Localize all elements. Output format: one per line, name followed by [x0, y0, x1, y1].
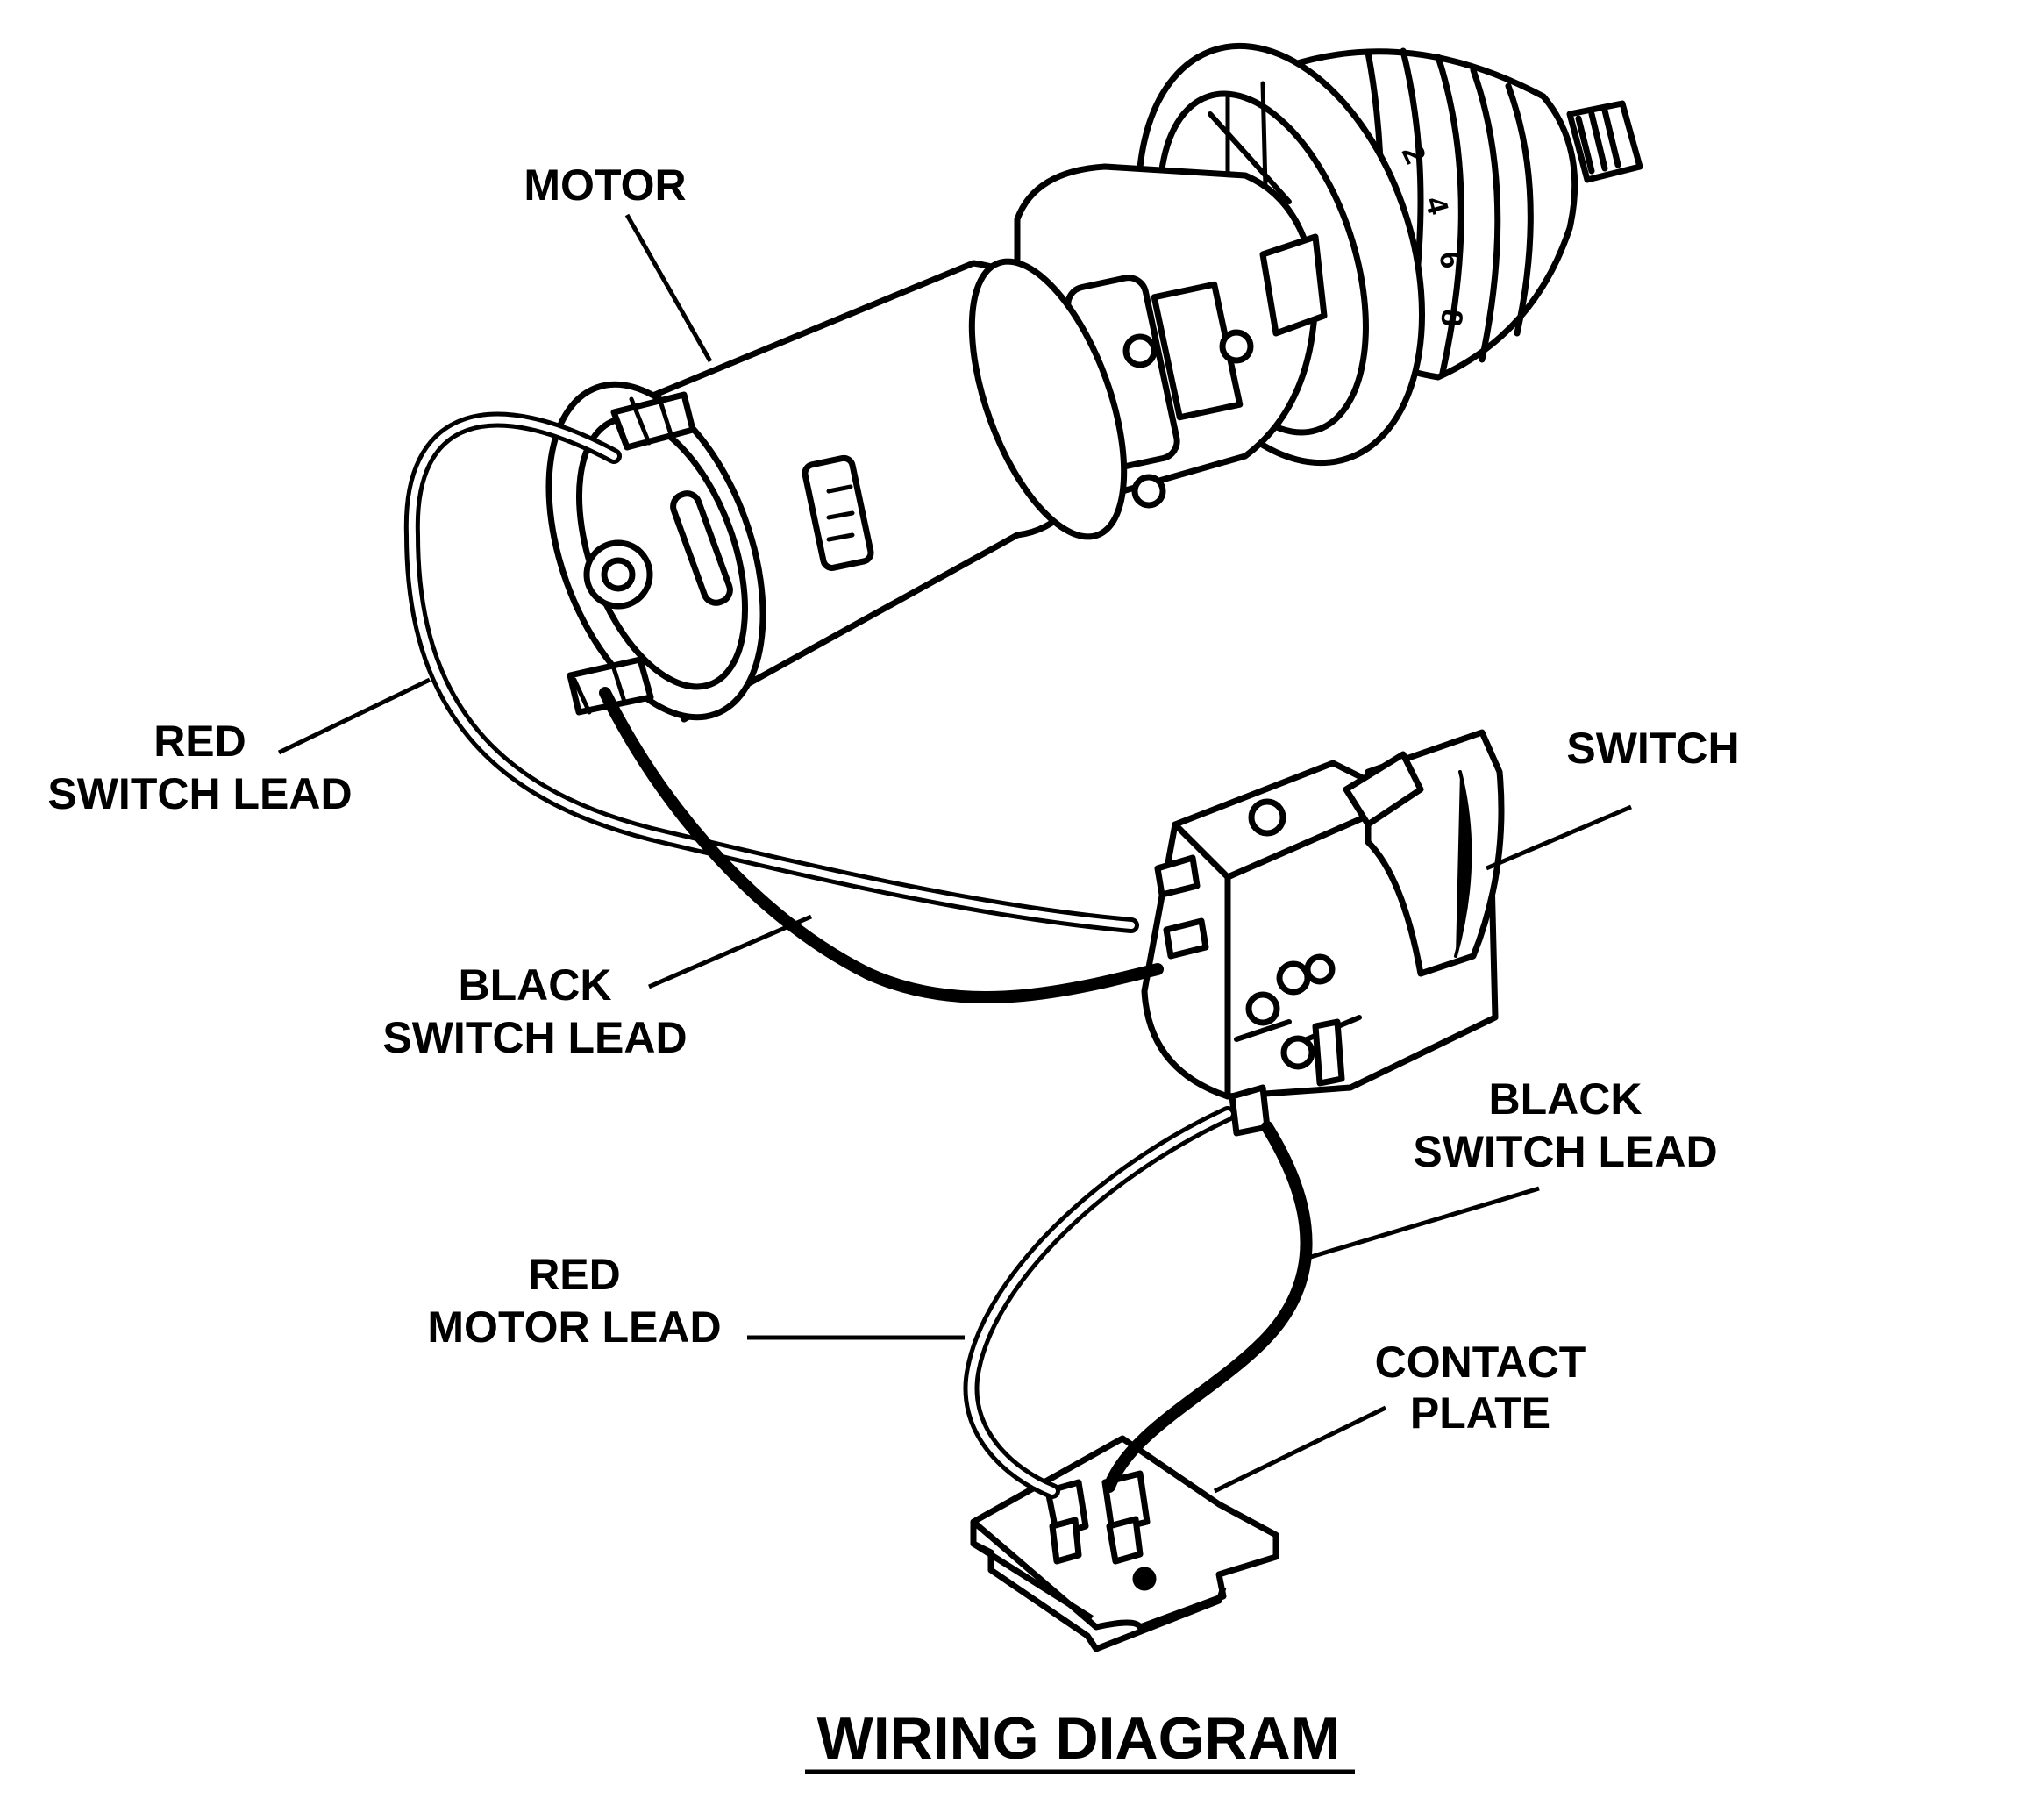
- spindle: [1566, 100, 1643, 183]
- red-motor-lead-wire: [963, 1106, 1236, 1499]
- label-red-motor-lead-line2: MOTOR LEAD: [427, 1303, 721, 1352]
- title-text: WIRING DIAGRAM: [817, 1705, 1341, 1772]
- diagram-title: WIRING DIAGRAM: [805, 1705, 1355, 1774]
- callout-labels: MOTOR RED SWITCH LEAD BLACK SWITCH LEAD …: [47, 161, 1739, 1438]
- label-switch: SWITCH: [1566, 724, 1739, 773]
- label-red-switch-lead-line2: SWITCH LEAD: [47, 769, 352, 818]
- label-red-switch-lead-line1: RED: [153, 717, 246, 766]
- leader-black-switch-lead-upper: [648, 914, 812, 989]
- label-black-switch-lead-upper-line1: BLACK: [459, 960, 612, 1010]
- switch-body: [1141, 729, 1505, 1137]
- label-contact-plate-line2: PLATE: [1410, 1388, 1550, 1438]
- motor-can: [545, 258, 1128, 723]
- red-switch-lead-wire: [403, 411, 1139, 933]
- clutch-number-6: 6: [1433, 250, 1468, 269]
- leader-motor: [624, 213, 713, 363]
- label-motor: MOTOR: [524, 161, 686, 210]
- leader-lines: [277, 213, 1632, 1494]
- leader-contact-plate: [1213, 1405, 1387, 1494]
- black-switch-lead-upper-wire: [599, 687, 1164, 1003]
- label-black-switch-lead-upper-line2: SWITCH LEAD: [382, 1013, 687, 1062]
- motor-assembly: [545, 42, 1643, 723]
- clutch-number-8: 8: [1434, 308, 1469, 327]
- leader-black-switch-lead-lower: [1304, 1186, 1540, 1261]
- black-switch-lead-lower-wire: [1103, 1121, 1313, 1493]
- label-black-switch-lead-lower-line2: SWITCH LEAD: [1413, 1127, 1717, 1176]
- leader-red-switch-lead: [277, 677, 431, 755]
- label-red-motor-lead-line1: RED: [528, 1250, 621, 1299]
- label-contact-plate-line1: CONTACT: [1375, 1338, 1586, 1387]
- label-black-switch-lead-lower-line1: BLACK: [1489, 1074, 1643, 1124]
- leader-switch: [1486, 804, 1632, 871]
